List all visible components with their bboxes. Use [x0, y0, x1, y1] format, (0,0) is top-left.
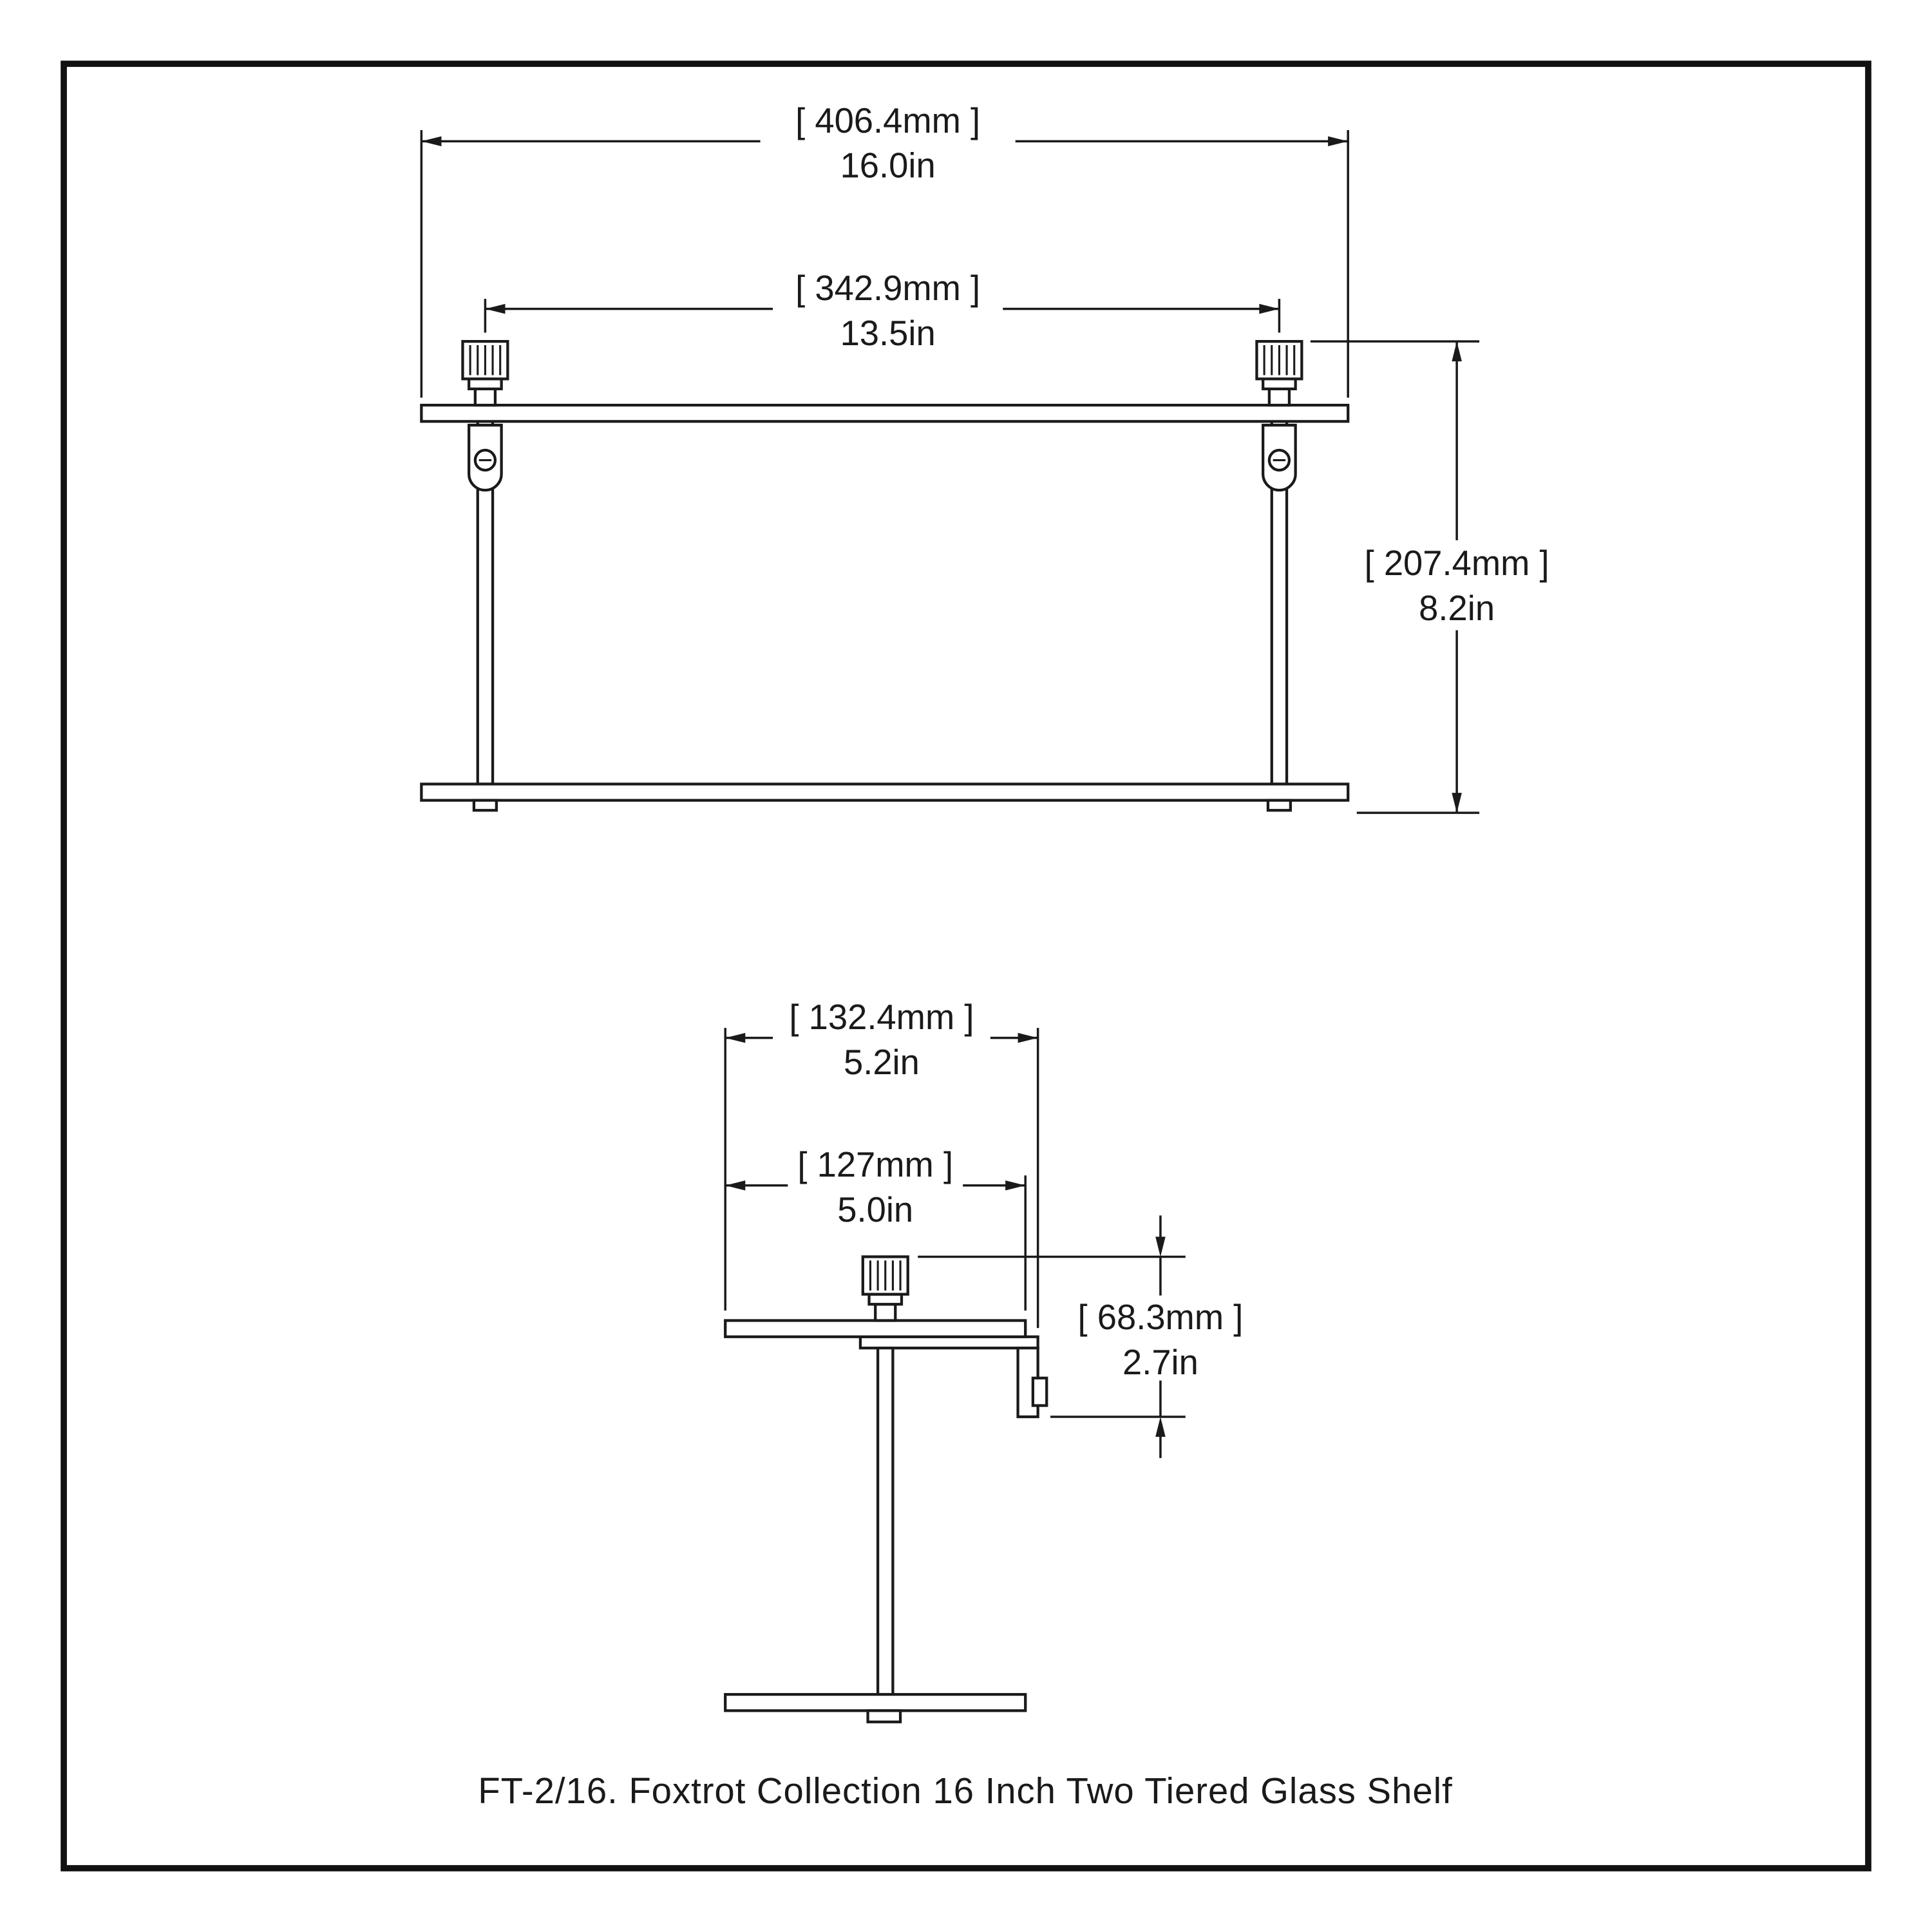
- dim-post-spacing-imperial: 13.5in: [840, 314, 936, 353]
- side-shelf-assembly: [724, 1255, 1048, 1723]
- dim-height-metric: [ 207.4mm ]: [1365, 544, 1549, 583]
- dim-post-spacing: [ 342.9mm ] 13.5in: [484, 269, 1281, 353]
- arrow-right-icon: [1259, 303, 1280, 314]
- arrow-up-icon: [1452, 341, 1462, 362]
- front-view: [ 406.4mm ] 16.0in [ 342.9mm ] 13.5in: [420, 101, 1549, 814]
- front-right-bracket: [1262, 424, 1297, 492]
- dim-glass-depth-imperial: 5.0in: [837, 1190, 913, 1229]
- dim-post-spacing-metric: [ 342.9mm ]: [795, 269, 980, 308]
- dim-overall-width: [ 406.4mm ] 16.0in: [420, 101, 1349, 398]
- dim-overall-width-imperial: 16.0in: [840, 146, 936, 185]
- dim-shelf-drop-imperial: 2.7in: [1122, 1343, 1198, 1382]
- front-left-foot: [472, 799, 498, 812]
- side-bottom-shelf: [724, 1692, 1027, 1712]
- arrow-left-icon: [725, 1180, 746, 1191]
- front-left-knob: [461, 339, 509, 407]
- arrow-left-icon: [725, 1032, 746, 1043]
- dim-glass-depth: [ 127mm ] 5.0in: [725, 1145, 1027, 1311]
- dim-shelf-drop: [ 68.3mm ] 2.7in: [918, 1215, 1244, 1459]
- page-border: [61, 61, 1871, 1871]
- side-foot: [866, 1709, 902, 1723]
- side-set-screw: [1031, 1376, 1048, 1407]
- front-right-foot: [1266, 799, 1293, 812]
- arrow-left-icon: [421, 136, 442, 147]
- arrow-right-icon: [1328, 136, 1349, 147]
- front-left-bracket: [468, 424, 503, 492]
- front-top-shelf: [420, 403, 1350, 423]
- side-bracket-arm: [858, 1335, 1039, 1350]
- arrow-down-icon: [1452, 793, 1462, 813]
- side-top-shelf: [724, 1319, 1027, 1338]
- dim-shelf-drop-metric: [ 68.3mm ]: [1078, 1298, 1244, 1337]
- dim-glass-depth-metric: [ 127mm ]: [797, 1145, 953, 1184]
- arrow-right-icon: [1018, 1032, 1038, 1043]
- dim-overall-depth-imperial: 5.2in: [844, 1043, 920, 1082]
- front-right-knob: [1255, 339, 1303, 407]
- dim-overall-width-metric: [ 406.4mm ]: [795, 101, 980, 140]
- dim-height-imperial: 8.2in: [1419, 589, 1495, 628]
- arrow-down-icon: [1155, 1236, 1166, 1257]
- arrow-right-icon: [1005, 1180, 1026, 1191]
- dim-overall-depth: [ 132.4mm ] 5.2in: [724, 998, 1039, 1329]
- side-view: [ 132.4mm ] 5.2in [ 127mm ] 5.0in: [724, 998, 1244, 1723]
- side-post: [876, 1347, 895, 1696]
- side-knob: [861, 1255, 909, 1322]
- arrow-left-icon: [485, 303, 506, 314]
- arrow-up-icon: [1155, 1417, 1166, 1437]
- caption: FT-2/16. Foxtrot Collection 16 Inch Two …: [478, 1770, 1452, 1811]
- dim-height: [ 207.4mm ] 8.2in: [1310, 340, 1549, 814]
- dim-overall-depth-metric: [ 132.4mm ]: [789, 998, 974, 1037]
- front-bottom-shelf: [420, 782, 1350, 802]
- front-shelf-assembly: [420, 339, 1350, 812]
